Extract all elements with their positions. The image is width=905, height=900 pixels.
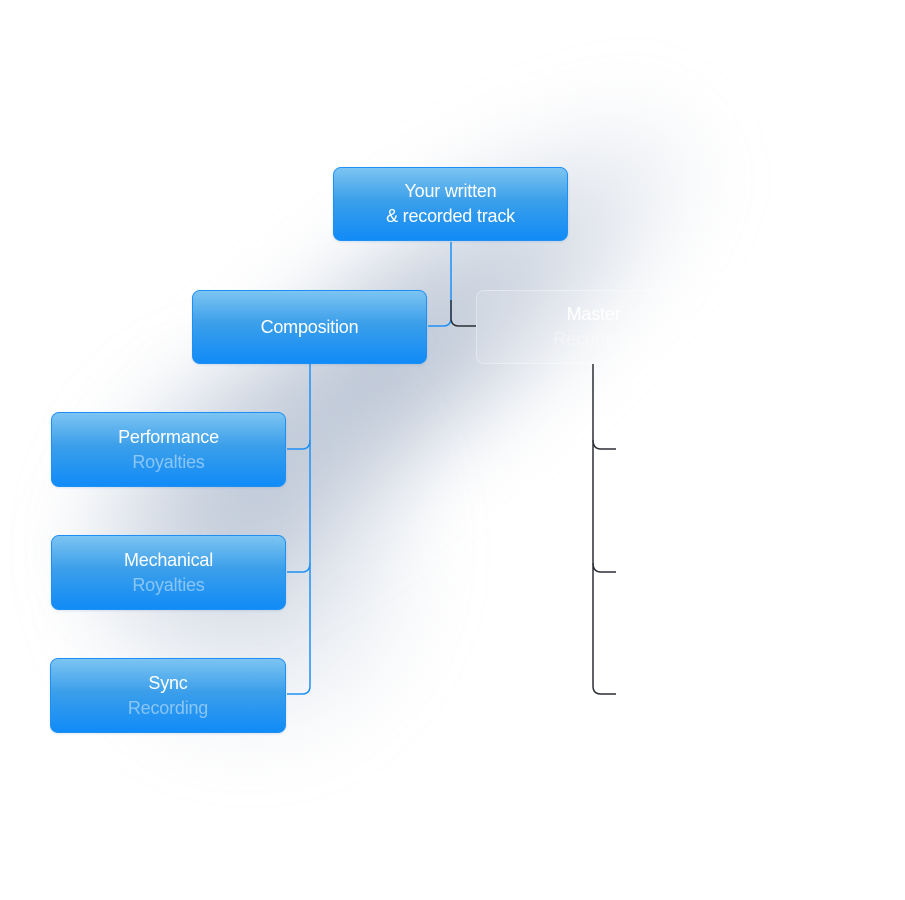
performance-label: Performance xyxy=(118,426,219,447)
sync-sub: Recording xyxy=(127,697,209,718)
master-node: Master Recording xyxy=(476,290,711,364)
connector-master-branch-2 xyxy=(592,562,616,573)
composition-label: Composition xyxy=(260,316,359,337)
sync-label: Sync xyxy=(148,672,188,693)
connector-master-trunk xyxy=(592,364,616,695)
connector-root-composition xyxy=(428,242,452,327)
mechanical-label: Mechanical xyxy=(123,549,214,570)
performance-node: Performance Royalties xyxy=(51,412,286,487)
performance-sub: Royalties xyxy=(132,451,205,472)
connector-master-branch-1 xyxy=(592,439,616,450)
connector-mechanical xyxy=(287,562,311,573)
mechanical-node: Mechanical Royalties xyxy=(51,535,286,610)
root-line-1: Your written xyxy=(404,181,497,201)
mechanical-sub: Royalties xyxy=(132,574,205,595)
master-sub: Recording xyxy=(553,329,634,349)
root-node: Your written & recorded track xyxy=(333,167,568,241)
connector-root-master xyxy=(450,300,476,327)
connector-composition-trunk xyxy=(287,364,311,695)
composition-node: Composition xyxy=(192,290,427,364)
sync-node: Sync Recording xyxy=(50,658,286,733)
connector-performance xyxy=(287,439,311,450)
root-line-2: & recorded track xyxy=(386,206,515,226)
master-label: Master xyxy=(566,304,621,324)
